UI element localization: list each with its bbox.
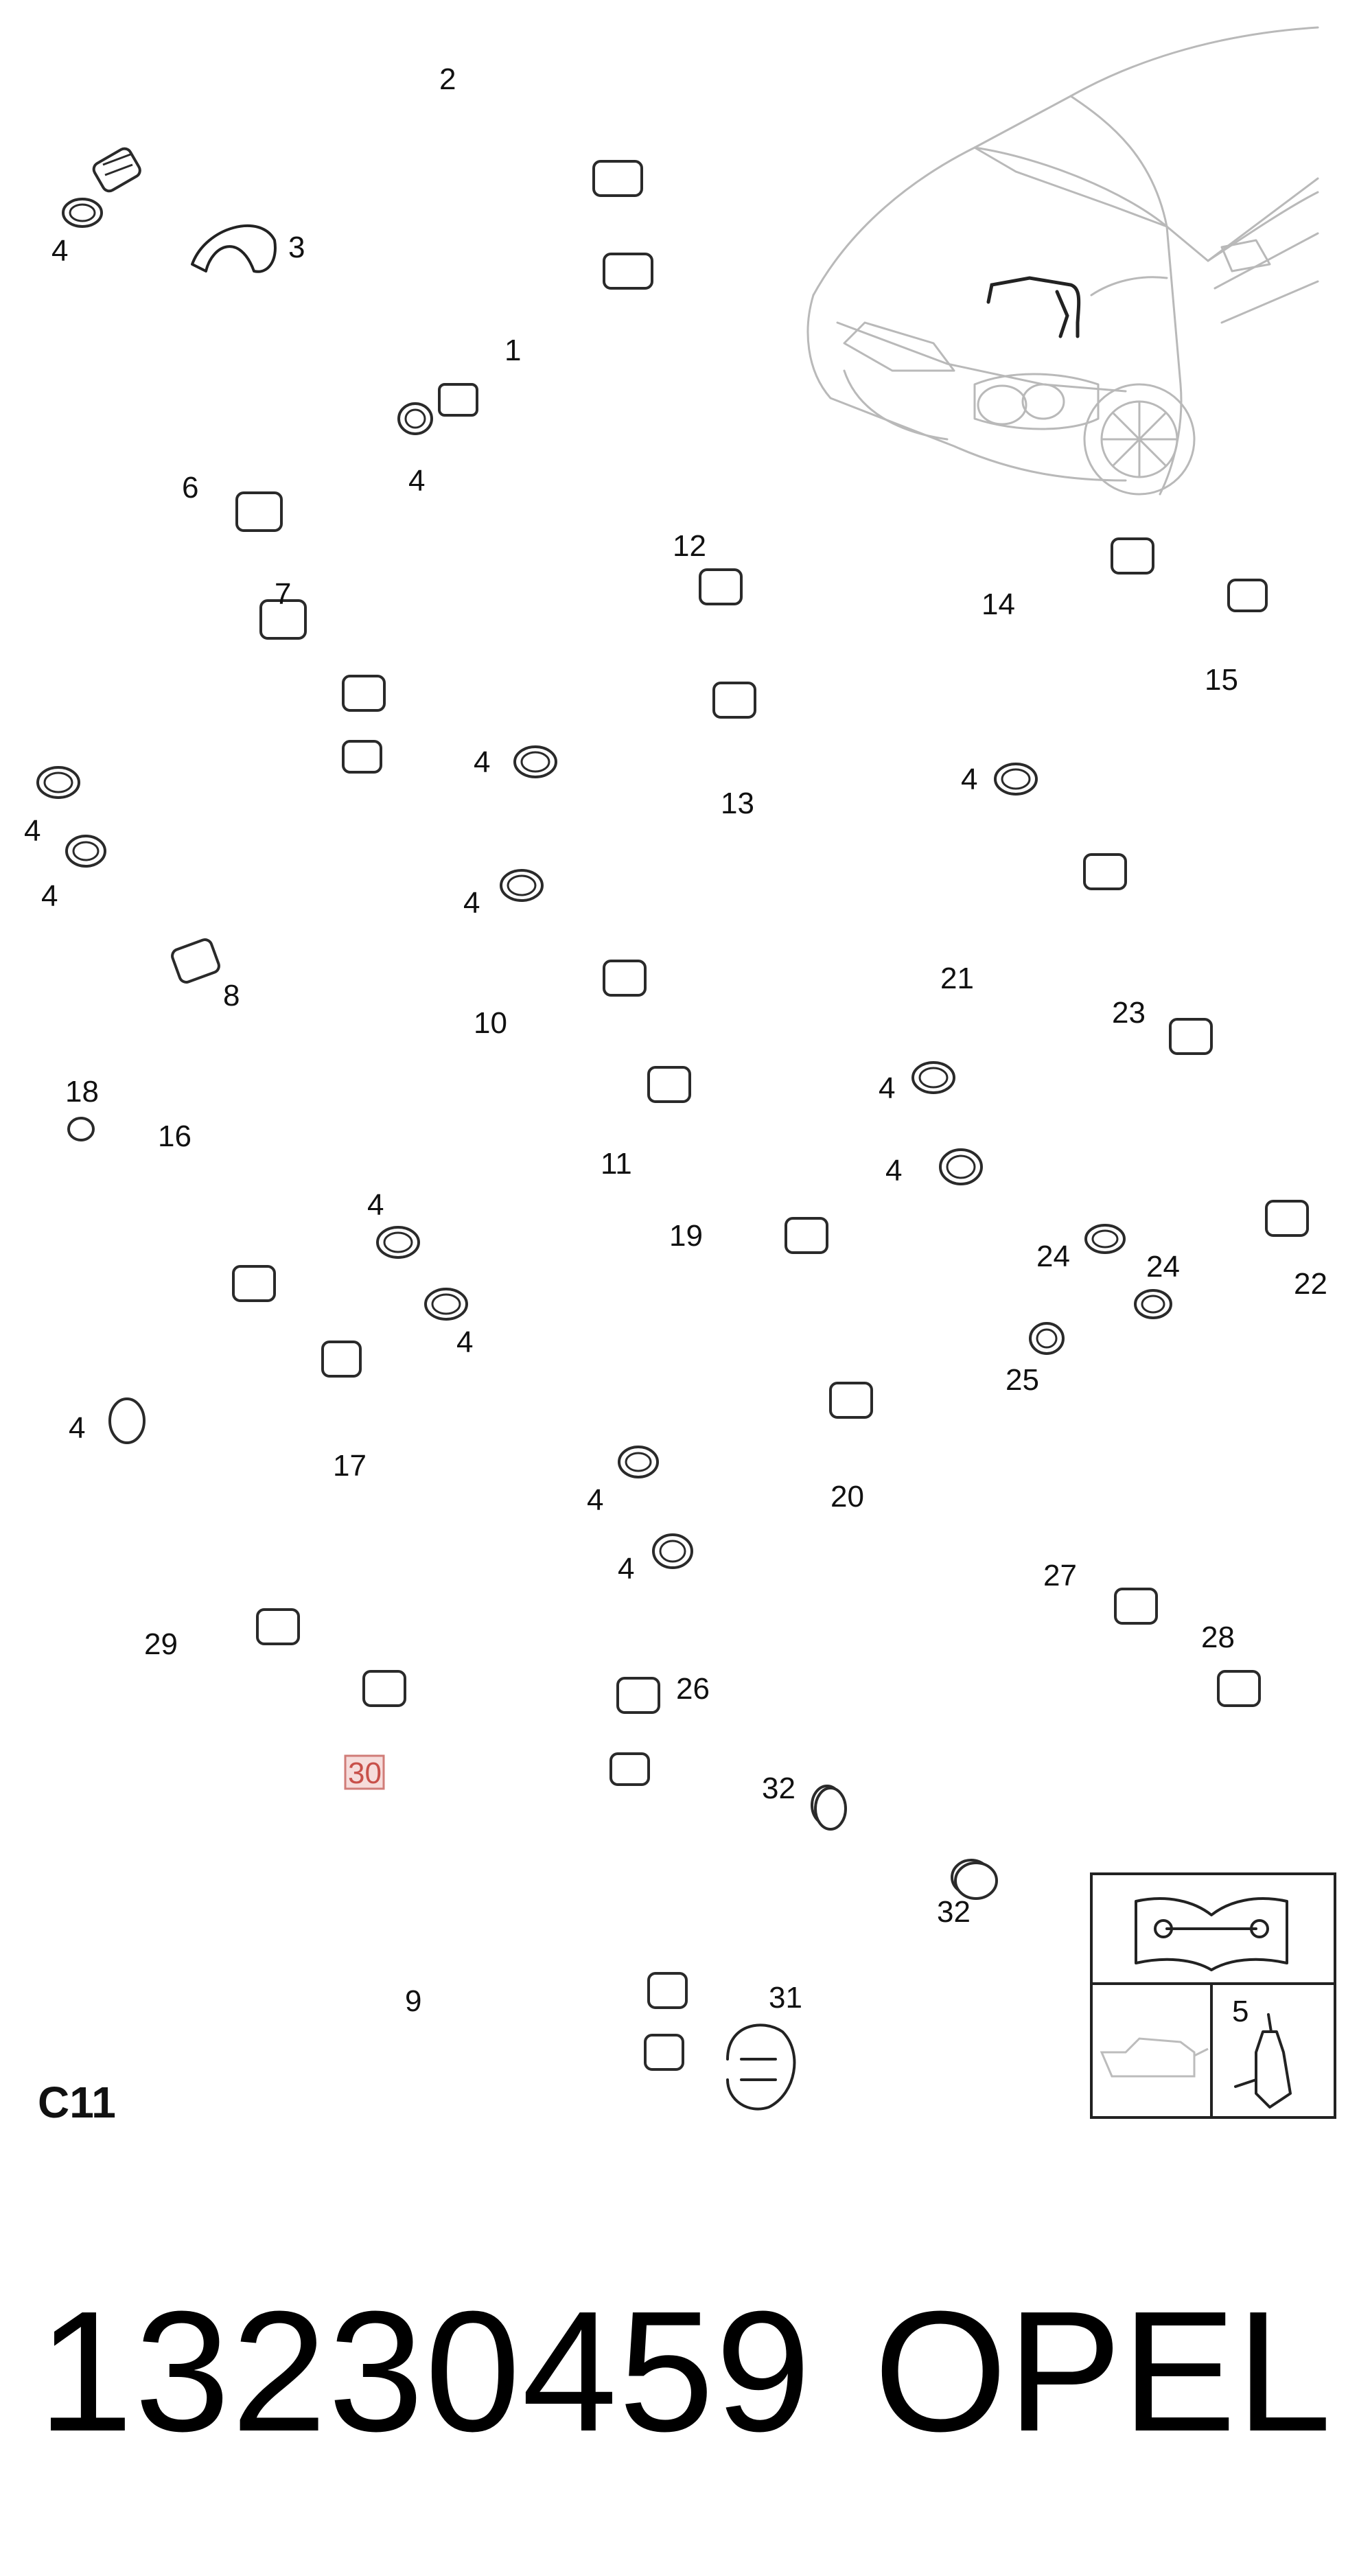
clamps-32 [814,1787,998,1900]
callout-27: 27 [1043,1559,1077,1592]
callout-15: 15 [1205,663,1238,697]
callout-4: 4 [24,814,40,848]
callout-4: 4 [408,464,425,498]
callout-2: 2 [439,62,456,96]
hose-26 [489,1677,660,1926]
callout-16: 16 [158,1119,191,1153]
service-icon-box [1090,1872,1336,2119]
hose-6 [36,491,283,799]
callout-4: 4 [456,1325,473,1359]
hose-exploded-diagram: 2 1 3 4 4 6 7 8 4 4 12 13 4 4 14 15 4 21… [24,26,1336,2127]
callout-4: 4 [885,1154,902,1187]
callout-17: 17 [333,1449,367,1483]
hose-23 [939,1018,1213,1187]
sheet-code: C11 [38,2078,116,2127]
clamps-24-25 [1029,1224,1172,1355]
callout-26: 26 [676,1672,710,1706]
callout-12: 12 [673,529,706,563]
callout-11: 11 [601,1147,632,1181]
callout-10: 10 [474,1006,507,1040]
callout-4: 4 [41,879,58,913]
callout-31: 31 [769,1981,802,2015]
hose-9 [235,1964,688,2115]
callout-28: 28 [1201,1621,1235,1654]
hose-11 [424,1066,691,1321]
callout-8: 8 [223,979,240,1012]
brand-name: OPEL [874,2275,1332,2467]
callout-4: 4 [879,1071,895,1105]
hose-20 [652,1382,873,1569]
hose-8 [171,675,386,984]
callout-22: 22 [1294,1267,1327,1301]
callout-4: 4 [69,1411,85,1445]
callout-30: 30 [348,1756,382,1790]
hose-7 [65,599,307,868]
clamp-4-top [62,198,433,435]
callout-4: 4 [51,234,68,268]
callout-21: 21 [940,962,974,995]
sealant-tube-icon [1234,2013,1292,2109]
hose-15 [1101,579,1268,774]
manual-book-icon [1135,1897,1288,1971]
callout-14: 14 [982,588,1015,621]
highlight-box-30 [344,1754,385,1790]
callout-23: 23 [1112,996,1146,1030]
callout-7: 7 [275,577,291,611]
hose-16 [67,1117,276,1444]
callout-32: 32 [937,1895,971,1929]
hose-30 [156,1670,406,1885]
clamp-3 [191,224,277,273]
callout-3: 3 [288,231,305,264]
callout-4: 4 [474,745,490,779]
callout-18: 18 [65,1075,99,1109]
callout-labels: 2 1 3 4 4 6 7 8 4 4 12 13 4 4 14 15 4 21… [24,62,1327,2127]
callout-29: 29 [144,1627,178,1661]
callout-4: 4 [618,1552,634,1586]
part-number: 13230459 [38,2275,813,2467]
callout-9: 9 [405,1984,421,2018]
hose-1 [438,160,653,417]
hose-14 [994,537,1154,796]
oil-can-icon [1100,2037,1209,2078]
hose-12 [513,568,743,799]
callout-4: 4 [367,1188,384,1222]
hose-22 [1115,1200,1309,1401]
callout-4: 4 [961,763,977,796]
hose-29 [30,1608,300,1872]
hose-2 [92,47,615,257]
hose-10 [376,960,647,1259]
callout-6: 6 [182,471,198,504]
hose-17 [195,1341,362,1514]
hose-21 [911,853,1127,1094]
callout-25: 25 [1006,1363,1039,1397]
callout-19: 19 [669,1219,703,1253]
callout-1: 1 [504,334,521,367]
callout-5: 5 [1232,1995,1248,2028]
car-illustration [806,26,1319,496]
callout-13: 13 [721,787,754,820]
hose-19 [618,1217,828,1478]
hose-13 [500,682,756,902]
clamp-31 [726,2023,796,2111]
callout-24: 24 [1146,1250,1180,1284]
callout-4: 4 [463,886,480,920]
callout-32: 32 [762,1772,795,1805]
callout-20: 20 [830,1480,864,1513]
callout-4: 4 [587,1483,603,1517]
callout-24: 24 [1036,1240,1070,1273]
